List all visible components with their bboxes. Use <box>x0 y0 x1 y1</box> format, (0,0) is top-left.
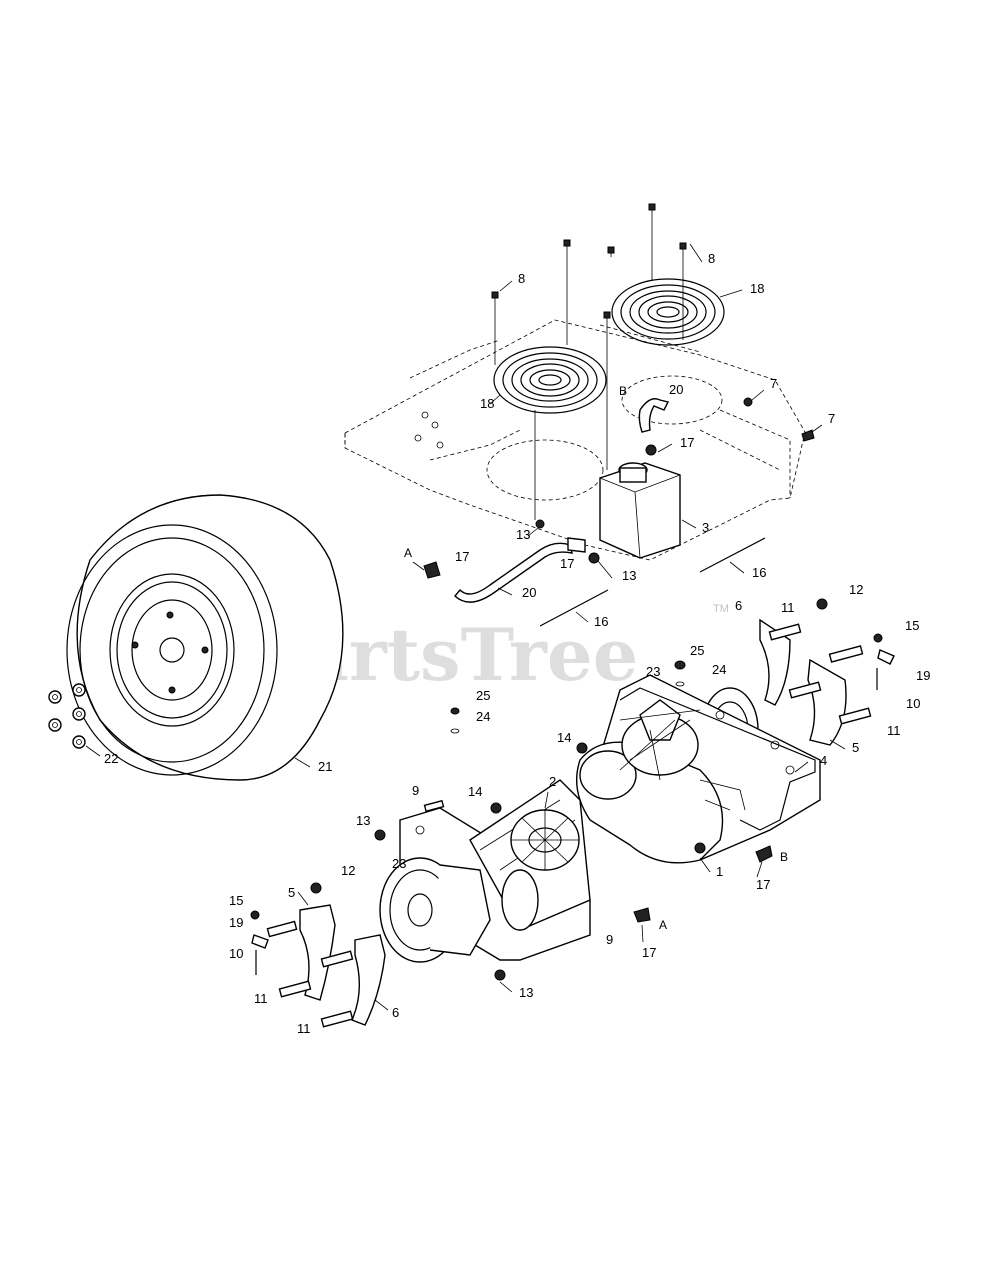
callout-c-9-top: 9 <box>412 783 419 798</box>
leader-lines <box>294 289 846 1011</box>
fan-guard-right <box>611 278 725 346</box>
callout-c-18-left: 18 <box>480 396 494 411</box>
callout-c-10-right: 10 <box>906 696 920 711</box>
callout-c-2: 2 <box>549 774 556 789</box>
callout-c-24-left: 24 <box>476 709 490 724</box>
callout-c-b-bottom: B <box>780 850 788 864</box>
callout-c-8-right: 8 <box>708 251 715 266</box>
callout-c-7-upper: 7 <box>770 376 777 391</box>
left-hub <box>379 857 491 963</box>
callout-c-a-left: A <box>404 546 412 560</box>
callout-c-13-top: 13 <box>516 527 530 542</box>
callout-c-17-mid: 17 <box>560 556 574 571</box>
hose-lower <box>423 537 600 603</box>
rod-left <box>539 589 609 627</box>
left-fan <box>510 809 580 871</box>
callout-c-9-bottom: 9 <box>606 932 613 947</box>
callout-c-17-top: 17 <box>680 435 694 450</box>
callout-c-5-right: 5 <box>852 740 859 755</box>
callout-c-6-right: 6 <box>735 598 742 613</box>
callout-c-19-left: 19 <box>229 915 243 930</box>
callout-c-14-left: 14 <box>468 784 482 799</box>
callout-c-5-left: 5 <box>288 885 295 900</box>
callout-c-13-left: 13 <box>356 813 370 828</box>
callout-c-12-left: 12 <box>341 863 355 878</box>
callout-c-b-top: B <box>619 384 627 398</box>
callout-c-16-right: 16 <box>752 565 766 580</box>
fan-guard-left <box>493 346 607 414</box>
callout-c-21: 21 <box>318 759 332 774</box>
callout-c-13-bottom: 13 <box>519 985 533 1000</box>
callout-c-7-lower: 7 <box>828 411 835 426</box>
rear-tire <box>66 494 344 781</box>
callout-c-a-bottom: A <box>659 918 667 932</box>
callout-c-6-left: 6 <box>392 1005 399 1020</box>
callout-c-24-right: 24 <box>712 662 726 677</box>
callout-c-17-bottom-right: 17 <box>756 877 770 892</box>
callout-c-25-left: 25 <box>476 688 490 703</box>
callout-c-10-left: 10 <box>229 946 243 961</box>
callout-c-14-right: 14 <box>557 730 571 745</box>
callout-c-25-right: 25 <box>690 643 704 658</box>
callout-c-22: 22 <box>104 751 118 766</box>
callout-c-15-right: 15 <box>905 618 919 633</box>
callout-c-15-left: 15 <box>229 893 243 908</box>
callout-c-3: 3 <box>702 520 709 535</box>
callout-c-16-left: 16 <box>594 614 608 629</box>
transmission-plate <box>619 687 816 831</box>
callout-c-11-left-top: 11 <box>254 991 268 1006</box>
frame-outline <box>344 319 806 561</box>
lug-nuts <box>48 683 101 757</box>
callout-c-4: 4 <box>820 753 827 768</box>
left-brackets <box>250 799 651 1028</box>
callout-c-23-left: 23 <box>392 856 406 871</box>
callout-c-11-right-top: 11 <box>781 600 795 615</box>
screws-top <box>491 203 703 529</box>
callout-c-19-right: 19 <box>916 668 930 683</box>
callout-c-17-left: 17 <box>455 549 469 564</box>
hose-upper <box>638 397 815 456</box>
callout-c-12-right: 12 <box>849 582 863 597</box>
transmission-assembly <box>575 674 821 864</box>
callout-c-23-right: 23 <box>646 664 660 679</box>
reservoir-tank <box>599 462 681 559</box>
rod-right <box>699 537 766 573</box>
callout-c-11-left-bottom: 11 <box>297 1021 311 1036</box>
callout-c-8-left: 8 <box>518 271 525 286</box>
callout-c-20-bottom: 20 <box>522 585 536 600</box>
callout-c-17-bottom: 17 <box>642 945 656 960</box>
watermark-trademark: TM <box>713 603 729 615</box>
callout-c-18-right: 18 <box>750 281 764 296</box>
callout-c-11-right-bottom: 11 <box>887 723 901 738</box>
callout-c-20-top: 20 <box>669 382 683 397</box>
washers-left <box>450 660 686 734</box>
callout-c-1: 1 <box>716 864 723 879</box>
callout-c-13-mid: 13 <box>622 568 636 583</box>
